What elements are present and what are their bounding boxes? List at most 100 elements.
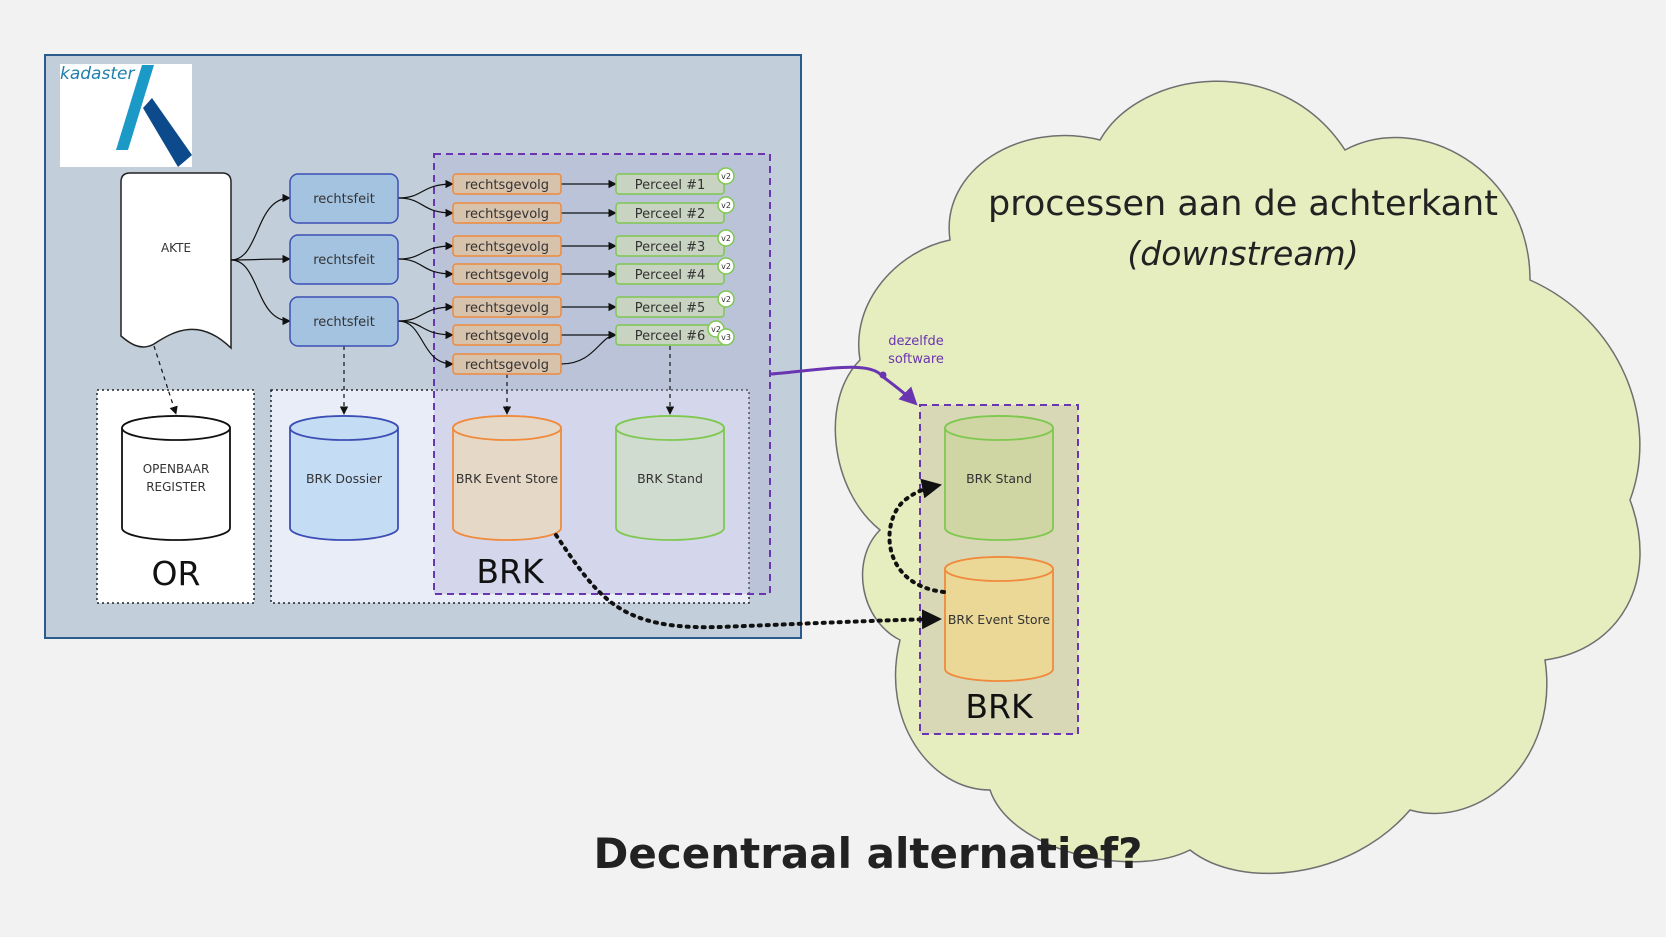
perceel-box: Perceel #1 v2	[615, 167, 735, 195]
perceel-box: Perceel #4 v2	[615, 257, 735, 285]
version-badge: v2	[717, 290, 735, 308]
remote-brk-event-store-label: BRK Event Store	[948, 612, 1051, 627]
perceel-label: Perceel #5	[635, 301, 705, 316]
brk-dossier-label: BRK Dossier	[306, 471, 383, 486]
rechtsfeit-rect	[289, 173, 399, 224]
perceel-box: Perceel #5 v2	[615, 290, 735, 318]
brk-group-label: BRK	[476, 552, 545, 591]
remote-brk-event-store-db-top	[944, 556, 1054, 582]
rechtsfeit-rect	[289, 234, 399, 285]
rechtsgevolg-box: rechtsgevolg	[452, 263, 562, 285]
rechtsgevolg-label: rechtsgevolg	[465, 358, 549, 373]
brk-event-store-db-top	[452, 415, 562, 441]
rechtsgevolg-rect	[452, 263, 562, 285]
logo-text: kadaster	[60, 64, 135, 84]
brk-stand-db-top	[615, 415, 725, 441]
rechtsgevolg-label: rechtsgevolg	[465, 301, 549, 316]
version-badge-circle	[717, 167, 735, 185]
remote-brk-event-store-db: BRK Event Store	[944, 556, 1054, 682]
rechtsfeit-to-rechtsgevolg-connector	[397, 258, 454, 279]
perceel-box: Perceel #2v2	[615, 196, 735, 224]
rechtsfeit-boxes: rechtsfeit rechtsfeit rechtsfeit	[289, 173, 399, 347]
rechtsgevolg-box: rechtsgevolg	[452, 235, 562, 257]
perceel-label: Perceel #6	[635, 329, 705, 344]
main-title: Decentraal alternatief?	[594, 829, 1143, 878]
rechtsgevolg-rect	[452, 235, 562, 257]
kadaster-logo: kadaster	[60, 64, 192, 167]
version-badge: v2	[717, 196, 735, 214]
replication-arrow-local	[887, 478, 946, 594]
remote-brk-stand-label: BRK Stand	[966, 471, 1032, 486]
akte-label: AKTE	[161, 241, 191, 255]
rechtsgevolg-label: rechtsgevolg	[465, 178, 549, 193]
version-badge-label: v2	[721, 295, 731, 304]
akte-document: AKTE	[120, 172, 232, 350]
rechtsfeit-label: rechtsfeit	[313, 253, 375, 268]
rechtsgevolg-label: rechtsgevolg	[465, 329, 549, 344]
rechtsfeit-box: rechtsfeit	[289, 234, 399, 285]
rechtsgevolg-to-perceel-connector	[560, 330, 617, 365]
version-badge: v3	[717, 328, 735, 346]
rechtsgevolg-label: rechtsgevolg	[465, 240, 549, 255]
akte-to-rechtsfeit-connector	[230, 254, 291, 264]
connectors	[153, 179, 675, 415]
perceel-label: Perceel #3	[635, 240, 705, 255]
rechtsfeit-to-rechtsgevolg-connector	[397, 179, 454, 199]
same-software-arrow-dot	[879, 371, 887, 379]
version-badge-label: v2	[721, 262, 731, 271]
akte-to-rechtsfeit-connector	[230, 193, 291, 261]
databases: OPENBAAR REGISTER BRK Dossier BRK Event Sto…	[121, 415, 725, 541]
version-badge: v2	[717, 167, 735, 185]
akte-shape	[120, 172, 232, 350]
replication-arrow-main	[554, 533, 942, 630]
brk-event-store-db: BRK Event Store	[452, 415, 562, 541]
version-badge-circle	[717, 257, 735, 275]
rechtsfeit-to-rechtsgevolg-connector	[397, 320, 454, 369]
version-badge: v2	[717, 257, 735, 275]
rechtsfeit-to-rechtsgevolg-connector	[397, 302, 454, 322]
cloud-title-line2: (downstream)	[1127, 234, 1358, 273]
annotation-line1: dezelfde	[888, 334, 944, 349]
cloud-title-line1: processen aan de achterkant	[988, 184, 1498, 224]
akte-to-openbaar-register-connector	[153, 345, 178, 415]
rechtsgevolg-rect	[452, 296, 562, 318]
rechtsfeit-label: rechtsfeit	[313, 315, 375, 330]
version-badge-circle	[717, 290, 735, 308]
version-badge-label: v2	[721, 201, 731, 210]
rechtsfeit-box: rechtsfeit	[289, 173, 399, 224]
rechtsgevolg-label: rechtsgevolg	[465, 268, 549, 283]
brk-stand-db: BRK Stand	[615, 415, 725, 541]
rechtsgevolg-box: rechtsgevolg	[452, 353, 562, 375]
logo-mark-right	[143, 98, 192, 167]
remote-brk-label: BRK	[965, 687, 1034, 726]
brk-stand-label: BRK Stand	[637, 471, 703, 486]
openbaar-register-db: OPENBAAR REGISTER	[121, 415, 231, 541]
rechtsgevolg-box: rechtsgevolg	[452, 202, 562, 224]
perceel-label: Perceel #4	[635, 268, 705, 283]
version-badge-label: v3	[721, 333, 731, 342]
version-badge-circle	[717, 229, 735, 247]
perceel-box: Perceel #3v2	[615, 229, 735, 257]
or-group-label: OR	[152, 554, 201, 593]
rechtsgevolg-boxes: rechtsgevolg rechtsgevolg rechtsgevolg rech…	[452, 173, 562, 375]
rechtsgevolg-box: rechtsgevolg	[452, 324, 562, 346]
rechtsfeit-label: rechtsfeit	[313, 192, 375, 207]
openbaar-register-label-line1: OPENBAAR	[143, 462, 210, 476]
logo-mark-left	[116, 65, 154, 150]
version-badge-circle	[717, 328, 735, 346]
rechtsgevolg-rect	[452, 324, 562, 346]
remote-brk-stand-db-top	[944, 415, 1054, 441]
perceel-label: Perceel #1	[635, 178, 705, 193]
rechtsgevolg-rect	[452, 173, 562, 195]
rechtsfeit-to-rechtsgevolg-connector	[397, 197, 454, 218]
brk-dossier-db-top	[289, 415, 399, 441]
openbaar-register-label-line2: REGISTER	[146, 480, 206, 494]
version-badge-label: v2	[721, 172, 731, 181]
remote-brk-stand-db: BRK Stand	[944, 415, 1054, 541]
rechtsgevolg-box: rechtsgevolg	[452, 173, 562, 195]
